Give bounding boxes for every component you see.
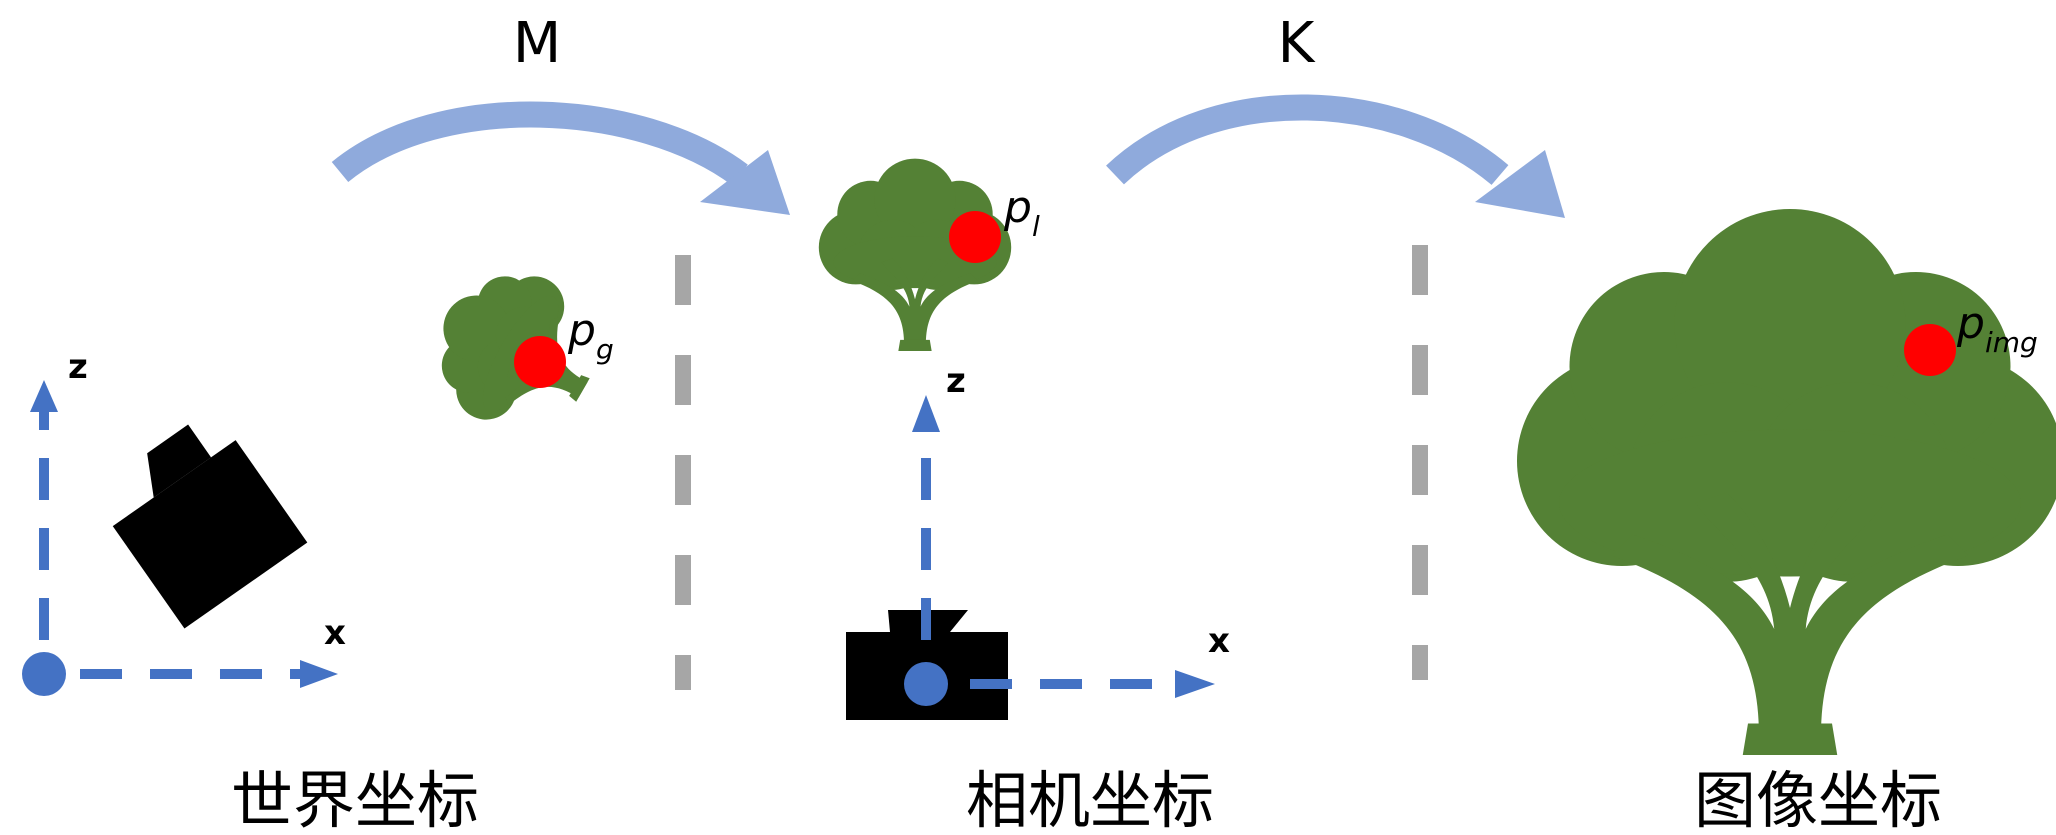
camera-point-label: pl (1003, 182, 1040, 243)
world-point-marker (514, 336, 566, 388)
image-point-label: pimg (1956, 298, 2038, 359)
camera-x-label: x (1208, 621, 1230, 661)
camera-axes (904, 395, 1215, 706)
world-camera-icon (112, 424, 308, 629)
world-origin (22, 652, 66, 696)
transform-k-arrow (1106, 94, 1565, 218)
transform-m-arrow (331, 101, 790, 215)
camera-frame-caption: 相机坐标 (966, 764, 1214, 835)
image-point-marker (1904, 324, 1956, 376)
camera-z-label: z (946, 361, 966, 401)
world-frame-caption: 世界坐标 (231, 764, 479, 835)
transform-m-label: M (513, 11, 561, 76)
world-axes (22, 380, 338, 696)
transform-k-label: K (1278, 11, 1316, 76)
world-x-label: x (324, 613, 346, 653)
image-frame-caption: 图像坐标 (1694, 764, 1942, 835)
camera-origin (904, 662, 948, 706)
camera-point-marker (949, 211, 1001, 263)
image-tree-icon (1517, 209, 2056, 756)
world-z-label: z (68, 347, 88, 387)
world-point-label: pg (567, 305, 614, 366)
